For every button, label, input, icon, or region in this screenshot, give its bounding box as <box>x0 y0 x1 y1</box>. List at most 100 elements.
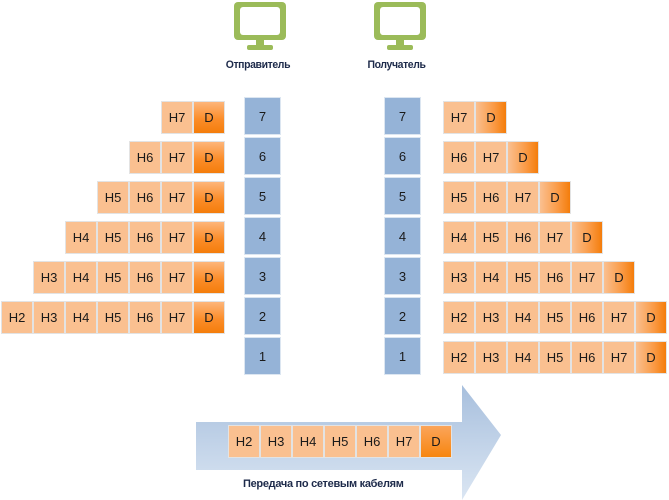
header-cell: H6 <box>129 301 161 334</box>
sender-layer-1: 1 <box>244 337 281 375</box>
header-cell: H7 <box>539 221 571 254</box>
header-cell: H2 <box>228 425 260 458</box>
header-cell: H5 <box>475 221 507 254</box>
header-cell: H2 <box>1 301 33 334</box>
header-cell: H7 <box>161 181 193 214</box>
header-cell: H4 <box>65 301 97 334</box>
receiver-layer-3: 3 <box>384 257 421 295</box>
data-cell: D <box>539 181 571 214</box>
header-cell: H6 <box>539 261 571 294</box>
header-cell: H7 <box>603 301 635 334</box>
header-cell: H3 <box>33 261 65 294</box>
receiver-layer-4: 4 <box>384 217 421 255</box>
header-cell: H5 <box>97 181 129 214</box>
header-cell: H6 <box>571 301 603 334</box>
data-cell: D <box>193 141 225 174</box>
header-cell: H7 <box>603 341 635 374</box>
header-cell: H4 <box>65 221 97 254</box>
sender-layer-7: 7 <box>244 97 281 135</box>
header-cell: H5 <box>97 221 129 254</box>
header-cell: H5 <box>97 261 129 294</box>
receiver-layer-2: 2 <box>384 297 421 335</box>
header-cell: H6 <box>129 181 161 214</box>
header-cell: H7 <box>507 181 539 214</box>
header-cell: H5 <box>539 341 571 374</box>
header-cell: H6 <box>507 221 539 254</box>
data-cell: D <box>603 261 635 294</box>
header-cell: H7 <box>161 221 193 254</box>
data-cell: D <box>193 101 225 134</box>
header-cell: H4 <box>507 301 539 334</box>
header-cell: H5 <box>507 261 539 294</box>
receiver-monitor-icon <box>374 2 426 50</box>
data-cell: D <box>193 301 225 334</box>
receiver-label: Получатель <box>367 59 426 71</box>
header-cell: H2 <box>443 341 475 374</box>
sender-layer-3: 3 <box>244 257 281 295</box>
header-cell: H7 <box>475 141 507 174</box>
data-cell: D <box>475 101 507 134</box>
data-cell: D <box>193 261 225 294</box>
header-cell: H4 <box>292 425 324 458</box>
sender-monitor-icon <box>234 2 286 50</box>
data-cell: D <box>635 341 667 374</box>
header-cell: H3 <box>475 341 507 374</box>
header-cell: H2 <box>443 301 475 334</box>
header-cell: H5 <box>97 301 129 334</box>
header-cell: H4 <box>443 221 475 254</box>
header-cell: H6 <box>571 341 603 374</box>
header-cell: H6 <box>475 181 507 214</box>
sender-label: Отправитель <box>225 59 291 71</box>
header-cell: H7 <box>571 261 603 294</box>
header-cell: H4 <box>507 341 539 374</box>
receiver-layer-1: 1 <box>384 337 421 375</box>
header-cell: H5 <box>443 181 475 214</box>
header-cell: H4 <box>65 261 97 294</box>
transmission-label: Передача по сетевым кабелям <box>243 478 404 490</box>
header-cell: H7 <box>161 101 193 134</box>
header-cell: H5 <box>324 425 356 458</box>
header-cell: H6 <box>356 425 388 458</box>
header-cell: H6 <box>443 141 475 174</box>
receiver-layer-5: 5 <box>384 177 421 215</box>
header-cell: H7 <box>388 425 420 458</box>
header-cell: H6 <box>129 221 161 254</box>
data-cell: D <box>507 141 539 174</box>
header-cell: H3 <box>475 301 507 334</box>
header-cell: H7 <box>161 301 193 334</box>
data-cell: D <box>635 301 667 334</box>
header-cell: H7 <box>443 101 475 134</box>
sender-layer-4: 4 <box>244 217 281 255</box>
data-cell: D <box>571 221 603 254</box>
header-cell: H6 <box>129 261 161 294</box>
header-cell: H3 <box>260 425 292 458</box>
header-cell: H6 <box>129 141 161 174</box>
data-cell: D <box>420 425 452 458</box>
data-cell: D <box>193 221 225 254</box>
receiver-layer-6: 6 <box>384 137 421 175</box>
header-cell: H4 <box>475 261 507 294</box>
data-cell: D <box>193 181 225 214</box>
sender-layer-2: 2 <box>244 297 281 335</box>
header-cell: H7 <box>161 261 193 294</box>
sender-layer-6: 6 <box>244 137 281 175</box>
receiver-layer-7: 7 <box>384 97 421 135</box>
header-cell: H3 <box>33 301 65 334</box>
sender-layer-5: 5 <box>244 177 281 215</box>
header-cell: H5 <box>539 301 571 334</box>
header-cell: H7 <box>161 141 193 174</box>
